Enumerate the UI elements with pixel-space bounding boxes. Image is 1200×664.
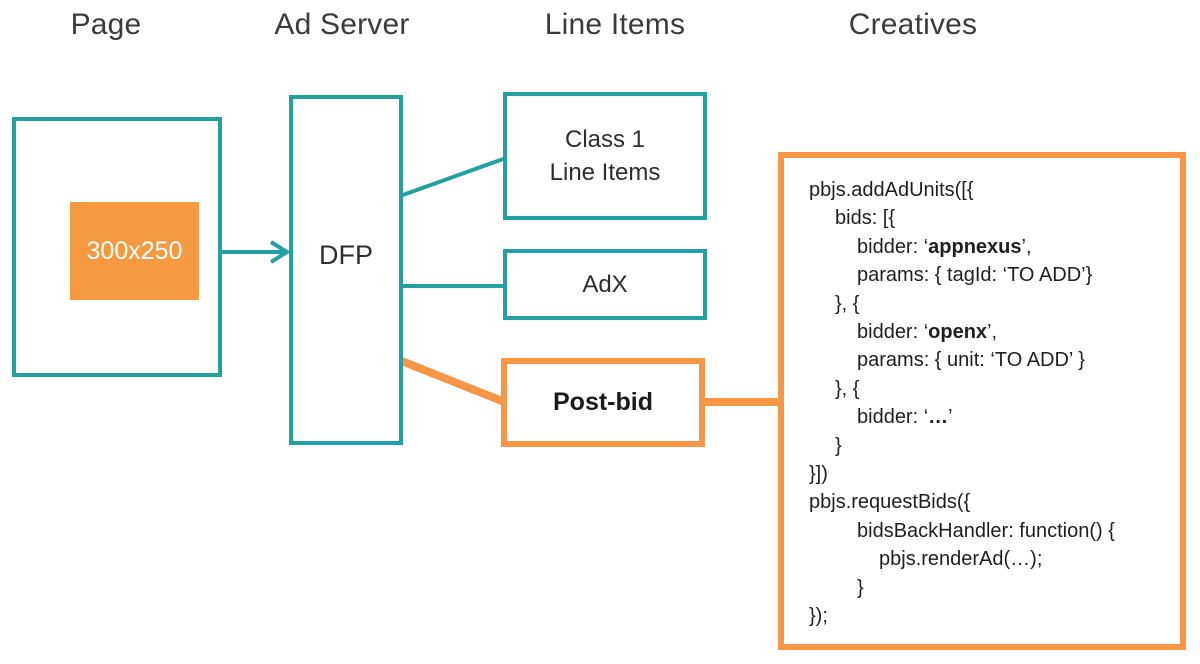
code-line: bidder: ‘…’: [809, 403, 1170, 431]
dfp-to-class1-line: [399, 156, 507, 198]
code-line: params: { unit: ‘TO ADD’ }: [809, 346, 1170, 374]
code-text: }, {: [835, 377, 860, 400]
column-header-line-items: Line Items: [544, 8, 686, 41]
code-line: params: { tagId: ‘TO ADD’}: [809, 261, 1170, 289]
dfp-label: DFP: [319, 239, 373, 270]
code-line: }: [809, 432, 1170, 460]
code-line: }]): [809, 460, 1170, 488]
code-text: ’,: [987, 321, 998, 344]
code-line: pbjs.requestBids({: [809, 488, 1170, 516]
dfp-to-postbid-line: [397, 356, 509, 407]
postbid-label: Post-bid: [553, 388, 653, 416]
code-line: pbjs.addAdUnits([{: [809, 176, 1170, 204]
code-line: pbjs.renderAd(…);: [809, 545, 1170, 573]
ad-slot-label: 300x250: [86, 236, 183, 265]
code-text-bold: appnexus: [928, 235, 1022, 258]
creatives-code-box: pbjs.addAdUnits([{ bids: [{ bidder: ‘app…: [778, 152, 1186, 650]
code-text: bidder: ‘: [857, 321, 929, 344]
code-line: bidder: ‘appnexus’,: [809, 233, 1170, 261]
code-text: }, {: [835, 292, 860, 315]
code-text: pbjs.addAdUnits([{: [809, 179, 974, 201]
code-text: }: [857, 576, 864, 599]
code-line: });: [809, 602, 1170, 630]
code-text: }: [835, 434, 842, 457]
code-text: }]): [809, 463, 828, 486]
code-line: bidsBackHandler: function() {: [809, 517, 1170, 545]
code-text: ’,: [1021, 235, 1032, 258]
code-text: bidder: ‘: [857, 235, 929, 258]
code-text: params: { tagId: ‘TO ADD’}: [857, 264, 1093, 287]
code-line: }, {: [809, 290, 1170, 318]
class1-label-line2: Line Items: [549, 159, 661, 186]
code-text: pbjs.renderAd(…);: [879, 548, 1043, 571]
code-line: }, {: [809, 375, 1170, 403]
code-text: });: [809, 605, 828, 628]
ad-slot-box: 300x250: [70, 202, 199, 300]
class1-label-line1: Class 1: [564, 126, 646, 153]
code-line: bidder: ‘openx’,: [809, 318, 1170, 346]
code-text: bids: [{: [835, 207, 896, 230]
code-text-bold: …: [928, 406, 949, 429]
code-text: bidder: ‘: [857, 406, 929, 429]
code-text: params: { unit: ‘TO ADD’ }: [857, 349, 1085, 372]
code-text-bold: openx: [928, 321, 988, 344]
class1-line-items-box: Class 1 Line Items: [503, 92, 707, 220]
column-header-ad-server: Ad Server: [274, 8, 410, 41]
column-header-creatives: Creatives: [848, 8, 978, 41]
adx-label: AdX: [582, 270, 628, 298]
postbid-box: Post-bid: [501, 358, 705, 447]
adx-box: AdX: [503, 249, 707, 320]
code-line: }: [809, 574, 1170, 602]
dfp-box: DFP: [289, 95, 403, 445]
code-text: ’: [948, 406, 953, 429]
arrowhead-icon: [269, 240, 291, 264]
column-header-page: Page: [70, 8, 142, 41]
code-line: bids: [{: [809, 204, 1170, 232]
code-text: pbjs.requestBids({: [809, 491, 971, 514]
code-text: bidsBackHandler: function() {: [857, 519, 1115, 542]
